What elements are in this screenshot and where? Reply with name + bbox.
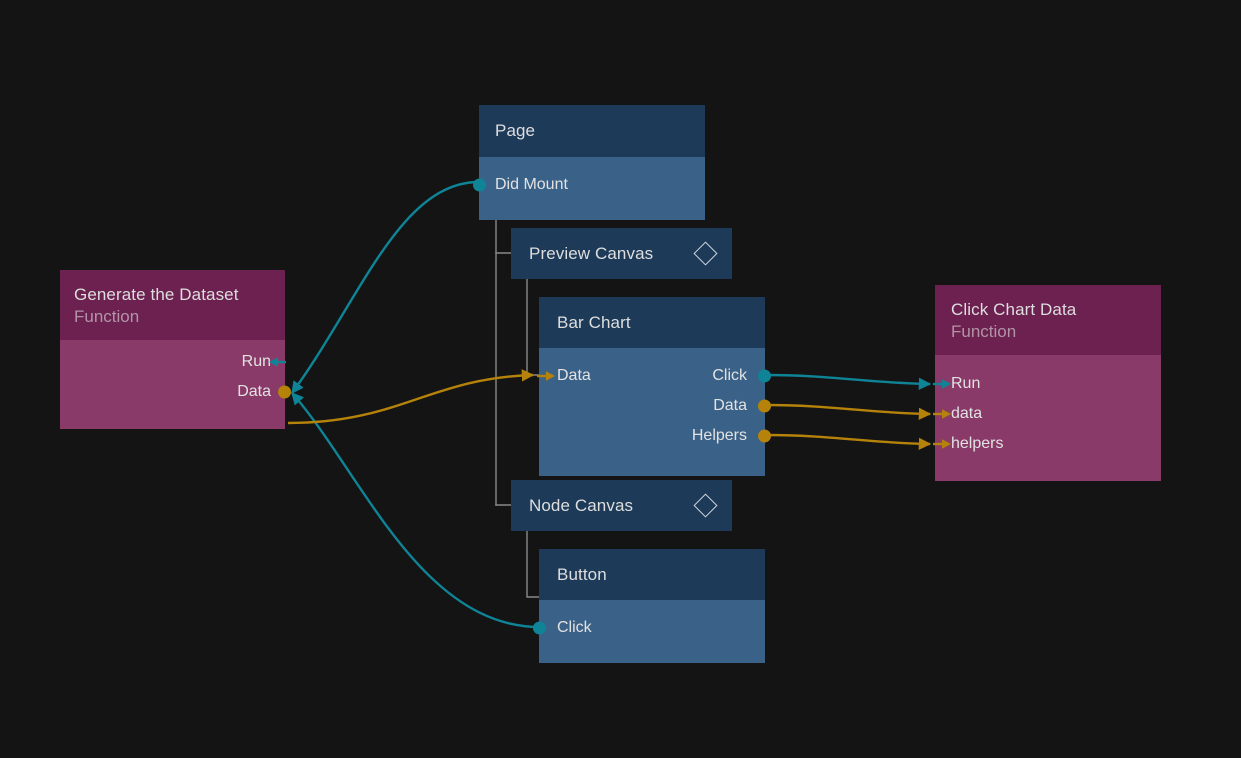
port-run[interactable]: Run: [74, 347, 286, 377]
port-label: helpers: [951, 435, 1004, 452]
node-title: Preview Canvas: [529, 243, 654, 263]
node-header: Page: [479, 105, 705, 157]
port-label: Data: [237, 383, 271, 400]
port-label: Data: [713, 397, 747, 414]
port-label: Click: [557, 619, 592, 636]
port-label: Helpers: [691, 427, 747, 444]
node-button[interactable]: Button Click: [533, 549, 765, 663]
node-body: Data Click Data Helpers: [537, 348, 771, 476]
edge-barchart-helpers-to-clickchart-helpers: [765, 433, 932, 451]
node-generate-the-dataset[interactable]: Generate the Dataset Function Run Data: [60, 270, 291, 429]
node-header: Click Chart Data Function: [935, 285, 1161, 355]
port-arrow-icon: [537, 371, 555, 381]
port-data[interactable]: Data: [74, 377, 291, 407]
port-arrow-icon: [933, 409, 951, 419]
node-click-chart-data[interactable]: Click Chart Data Function Run data: [933, 285, 1161, 481]
port-arrow-icon: [933, 379, 951, 389]
port-label: Run: [241, 353, 271, 370]
port-label-data-input[interactable]: Data: [557, 367, 591, 384]
port-did-mount[interactable]: Did Mount: [473, 170, 689, 200]
port-data[interactable]: data: [933, 399, 1145, 429]
port-data-output[interactable]: Data: [557, 391, 771, 421]
node-title: Node Canvas: [529, 495, 634, 515]
node-body: Run data helpers: [933, 355, 1161, 481]
node-header: Preview Canvas: [511, 228, 732, 279]
edge-barchart-click-to-clickchart-run: [765, 373, 932, 391]
node-body: Did Mount: [473, 157, 705, 220]
node-header: Button: [539, 549, 765, 600]
port-arrow-icon: [269, 357, 286, 367]
port-dot-icon[interactable]: [278, 385, 291, 399]
port-click[interactable]: Click: [533, 613, 747, 643]
node-title: Click Chart Data: [951, 300, 1077, 319]
port-helpers-output[interactable]: Helpers: [557, 421, 771, 451]
port-run[interactable]: Run: [933, 369, 1145, 399]
diamond-icon[interactable]: [693, 241, 718, 266]
node-header: Generate the Dataset Function: [60, 270, 285, 340]
node-bar-chart[interactable]: Bar Chart Data Click Data Helpers: [537, 297, 771, 476]
node-page[interactable]: Page Did Mount: [473, 105, 705, 220]
diamond-icon[interactable]: [693, 493, 718, 518]
port-label: Did Mount: [495, 176, 568, 193]
port-row-data-click: Data Click: [537, 361, 771, 391]
port-dot-icon[interactable]: [758, 429, 771, 443]
edge-barchart-data-to-clickchart-data: [765, 403, 932, 421]
node-subtitle: Function: [74, 307, 140, 326]
port-label: data: [951, 405, 983, 422]
edge-page-didmount-to-generate-run: [291, 180, 480, 395]
port-label: Run: [951, 375, 981, 392]
edge-button-click-to-generate-run: [291, 392, 541, 629]
port-dot-icon[interactable]: [758, 369, 771, 383]
node-subtitle: Function: [951, 322, 1017, 341]
port-arrow-icon: [933, 439, 951, 449]
node-title: Page: [495, 121, 536, 140]
node-header: Bar Chart: [539, 297, 765, 348]
port-dot-icon[interactable]: [473, 178, 486, 192]
node-body: Run Data: [60, 340, 291, 429]
node-preview-canvas[interactable]: Preview Canvas: [511, 228, 732, 279]
node-title: Bar Chart: [557, 312, 631, 332]
port-helpers[interactable]: helpers: [933, 429, 1145, 459]
port-dot-icon[interactable]: [758, 399, 771, 413]
port-label-click-output[interactable]: Click: [712, 367, 747, 384]
port-dot-icon[interactable]: [533, 621, 546, 635]
edge-generate-data-to-barchart-data: [287, 369, 535, 425]
node-title: Generate the Dataset: [74, 285, 239, 304]
node-header: Node Canvas: [511, 480, 732, 531]
node-node-canvas[interactable]: Node Canvas: [511, 480, 732, 531]
node-body: Click: [533, 600, 765, 663]
node-title: Button: [557, 564, 607, 584]
